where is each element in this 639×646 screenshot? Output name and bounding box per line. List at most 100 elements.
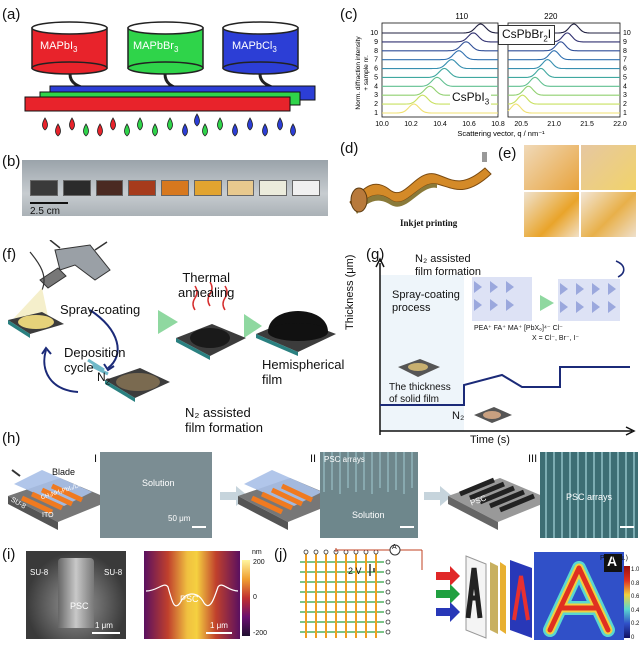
- cycle-arrow-left: [43, 349, 79, 393]
- su8-right-label: SU-8: [104, 568, 123, 577]
- xrd-series-right: [507, 94, 620, 105]
- inkjet-schematic: [24, 21, 316, 137]
- halide-legend: X = Cl⁻, Br⁻, I⁻: [532, 335, 580, 342]
- sample-number-left: 8: [374, 48, 378, 55]
- scale-label-i1: 1 μm: [95, 621, 113, 630]
- x-tick-label: 10.0: [375, 121, 389, 128]
- substrate-1: [8, 312, 64, 338]
- x-tick-label: 10.8: [491, 121, 505, 128]
- thickness-curve: [380, 366, 630, 406]
- y-axis-label-1: Norm. diffraction intensity: [355, 36, 362, 110]
- cycle-arrow-right: [89, 309, 119, 369]
- pc-map-letter: A: [607, 553, 618, 569]
- xrd-series-right: [508, 50, 620, 61]
- xrd-series-right: [508, 67, 620, 78]
- psc-arrays-label-2: PSC arrays: [324, 455, 365, 464]
- sample-number-right: 7: [623, 57, 627, 64]
- xrd-series-left: [382, 32, 498, 43]
- spray-coating-label: Spray-coating: [60, 302, 141, 317]
- xrd-series-right: [508, 85, 620, 96]
- film-sample: [30, 180, 58, 196]
- sample-number-left: 3: [374, 92, 378, 99]
- green-arrow-1: [158, 310, 178, 334]
- ammeter-symbol: A: [392, 544, 397, 551]
- xrd-series-left: [382, 67, 498, 78]
- n2-label-f: N2: [97, 370, 111, 387]
- x-axis-label: Scattering vector, q / nm⁻¹: [457, 129, 545, 138]
- panel-label-j: (j): [274, 546, 288, 563]
- xrd-bottom-label: CsPbI3: [450, 90, 492, 107]
- sample-number-left: 2: [374, 101, 378, 108]
- ion-legend: PEA⁺ FA⁺ MA⁺ [PbX₆]⁴⁻ Cl⁻: [474, 325, 563, 332]
- sample-number-left: 7: [374, 57, 378, 64]
- afm-cb-max: 200: [253, 559, 265, 566]
- film-samples: [30, 180, 321, 196]
- x-tick-label: 10.6: [462, 121, 476, 128]
- sample-number-right: 5: [623, 74, 627, 81]
- substrate-2: [105, 368, 170, 402]
- xrd-series-left: [382, 41, 498, 52]
- sample-number-right: 4: [623, 83, 627, 90]
- photo-1: [524, 145, 579, 190]
- flexible-film-image: [349, 152, 492, 214]
- photo-4: [581, 192, 636, 237]
- sem-solution-image: [100, 452, 212, 538]
- panel-label-e: (e): [498, 145, 517, 162]
- substrate-3: [176, 324, 246, 360]
- print-head-red: [24, 96, 291, 112]
- panel-label-d: (d): [340, 140, 359, 157]
- blade-coating-schematic: [8, 452, 638, 538]
- voltage-label: 2 V: [348, 566, 362, 576]
- afm-image: [144, 551, 240, 639]
- film-sample: [62, 180, 91, 196]
- afm-unit: nm: [252, 549, 262, 556]
- xrd-series-left: [382, 103, 498, 114]
- afm-cb-mid: 0: [253, 594, 257, 601]
- afm-cb-min: -200: [253, 630, 268, 637]
- peak-label-220: 220: [544, 12, 558, 21]
- xrd-series-left: [382, 59, 498, 70]
- afm-profile: [145, 584, 239, 607]
- solution-label-1: Solution: [142, 478, 175, 488]
- psc-label-i1: PSC: [70, 601, 89, 611]
- xrd-series-right: [508, 59, 620, 70]
- scale-label-h1: 50 μm: [168, 514, 191, 523]
- scale-bar-b: [30, 202, 68, 204]
- spray-coating-schematic: [8, 240, 336, 402]
- hemispherical-film: [256, 311, 336, 356]
- panel-label-i: (i): [2, 546, 16, 563]
- panel-label-b: (b): [2, 153, 21, 170]
- green-arrow-2: [244, 314, 262, 338]
- flexible-photo-grid: [524, 145, 636, 237]
- scale-label-i2: 1 μm: [210, 621, 228, 630]
- sample-number-right: 3: [623, 92, 627, 99]
- xrd-series-right: [508, 41, 620, 52]
- photocurrent-map: [534, 552, 624, 640]
- sample-number-right: 8: [623, 48, 627, 55]
- x-tick-label: 10.4: [433, 121, 447, 128]
- x-tick-label: 22.0: [613, 121, 627, 128]
- film-sample: [292, 180, 321, 196]
- y-axis-label-2: + sample nr.: [363, 55, 370, 91]
- sample-number-right: 10: [623, 30, 631, 37]
- x-tick-label: 10.2: [404, 121, 418, 128]
- thickness-time-diagram: [375, 257, 636, 436]
- thickness-axis-label: Thickness (μm): [344, 254, 356, 330]
- panel-label-a: (a): [2, 6, 21, 23]
- n2-label-g: N₂: [452, 410, 465, 422]
- solution-label-2: Solution: [352, 510, 385, 520]
- lattice-left: [472, 277, 532, 321]
- film-sample: [95, 180, 124, 196]
- x-tick-label: 21.5: [580, 121, 594, 128]
- ink-label-mapbi3: MAPbI3: [40, 40, 78, 55]
- ink-droplets: [42, 113, 296, 137]
- stage-3-label: III: [528, 453, 538, 465]
- xrd-series-left: [382, 50, 498, 61]
